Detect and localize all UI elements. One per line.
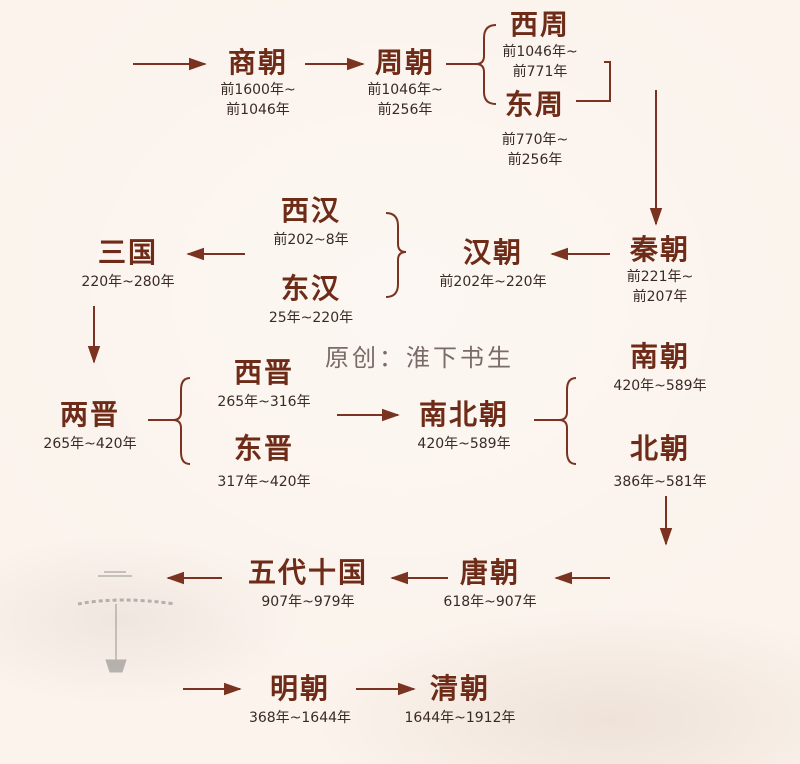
brace-zhou bbox=[475, 24, 497, 105]
node-nanchao: 南朝 420年~589年 bbox=[613, 340, 706, 396]
dynasty-name: 西周 bbox=[509, 8, 571, 41]
dynasty-date: 25年~220年 bbox=[268, 310, 354, 326]
dynasty-name: 周朝 bbox=[374, 46, 436, 79]
node-dongjin: 东晋 317年~420年 bbox=[217, 432, 310, 492]
dynasty-date-start: 前221年~ bbox=[626, 269, 694, 285]
dynasty-date: 317年~420年 bbox=[217, 474, 311, 490]
node-zhou: 周朝 前1046年~ 前256年 bbox=[367, 46, 442, 120]
dynasty-date-end: 前1046年 bbox=[226, 102, 290, 118]
dynasty-date-end: 前256年 bbox=[377, 102, 433, 118]
node-han: 汉朝 前202年~220年 bbox=[439, 236, 546, 292]
dynasty-date: 420年~589年 bbox=[417, 436, 511, 452]
node-ming: 明朝 368年~1644年 bbox=[249, 672, 351, 728]
dynasty-name: 西汉 bbox=[280, 194, 342, 227]
dynasty-name: 东汉 bbox=[280, 272, 341, 305]
dynasty-date-end: 前207年 bbox=[632, 289, 688, 305]
dynasty-date: 368年~1644年 bbox=[248, 710, 352, 726]
dynasty-date: 前202~8年 bbox=[273, 232, 349, 248]
node-wudai: 五代十国 907年~979年 bbox=[248, 556, 368, 612]
dynasty-name: 南朝 bbox=[629, 340, 690, 373]
dynasty-date: 265年~316年 bbox=[217, 394, 311, 410]
dynasty-name: 南北朝 bbox=[418, 398, 509, 431]
bracket-dongzhou bbox=[576, 61, 611, 102]
decorative-pavilion-sketch bbox=[77, 571, 176, 673]
dynasty-date-start: 前1600年~ bbox=[220, 82, 296, 98]
node-xizhou: 西周 前1046年~ 前771年 bbox=[502, 8, 577, 82]
node-qing: 清朝 1644年~1912年 bbox=[405, 672, 516, 728]
dynasty-date: 1644年~1912年 bbox=[404, 710, 516, 726]
dynasty-date: 420年~589年 bbox=[613, 378, 707, 394]
dynasty-date-start: 前1046年~ bbox=[367, 82, 443, 98]
brace-han bbox=[385, 212, 407, 298]
dynasty-name: 明朝 bbox=[269, 672, 330, 705]
dynasty-date: 618年~907年 bbox=[443, 594, 537, 610]
node-xijin: 西晋 265年~316年 bbox=[217, 356, 310, 412]
dynasty-name: 东晋 bbox=[233, 432, 294, 465]
dynasty-date: 386年~581年 bbox=[613, 474, 707, 490]
node-liangjin: 两晋 265年~420年 bbox=[43, 398, 136, 454]
dynasty-name: 秦朝 bbox=[629, 233, 691, 266]
dynasty-name: 汉朝 bbox=[462, 236, 523, 269]
node-dongzhou: 东周 前770年~ 前256年 bbox=[502, 88, 568, 170]
dynasty-date: 220年~280年 bbox=[81, 274, 175, 290]
dynasty-date-end: 前771年 bbox=[512, 64, 568, 80]
node-donghan: 东汉 25年~220年 bbox=[269, 272, 353, 328]
dynasty-name: 商朝 bbox=[227, 46, 289, 79]
dynasty-date: 265年~420年 bbox=[43, 436, 137, 452]
dynasty-date-end: 前256年 bbox=[507, 152, 563, 168]
dynasty-date: 前202年~220年 bbox=[439, 274, 547, 290]
dynasty-name: 西晋 bbox=[233, 356, 294, 389]
node-nanbeichao: 南北朝 420年~589年 bbox=[417, 398, 510, 454]
dynasty-name: 唐朝 bbox=[459, 556, 520, 589]
brace-liangjin bbox=[172, 377, 191, 465]
dynasty-name: 三国 bbox=[97, 236, 158, 269]
dynasty-name: 北朝 bbox=[629, 432, 690, 465]
dynasty-name: 清朝 bbox=[429, 672, 490, 705]
node-beichao: 北朝 386年~581年 bbox=[613, 432, 706, 492]
watermark-text: 原创：淮下书生 bbox=[325, 344, 514, 372]
node-tang: 唐朝 618年~907年 bbox=[443, 556, 536, 612]
dynasty-date-start: 前770年~ bbox=[501, 132, 569, 148]
dynasty-date: 907年~979年 bbox=[261, 594, 355, 610]
node-qin: 秦朝 前221年~ 前207年 bbox=[627, 233, 693, 307]
node-xihan: 西汉 前202~8年 bbox=[273, 194, 348, 250]
dynasty-date-start: 前1046年~ bbox=[502, 44, 578, 60]
node-shang: 商朝 前1600年~ 前1046年 bbox=[220, 46, 295, 120]
node-sanguo: 三国 220年~280年 bbox=[81, 236, 174, 292]
dynasty-name: 两晋 bbox=[59, 398, 120, 431]
brace-nanbeichao bbox=[558, 377, 577, 465]
dynasty-name: 东周 bbox=[504, 88, 566, 121]
dynasty-name: 五代十国 bbox=[247, 556, 369, 589]
